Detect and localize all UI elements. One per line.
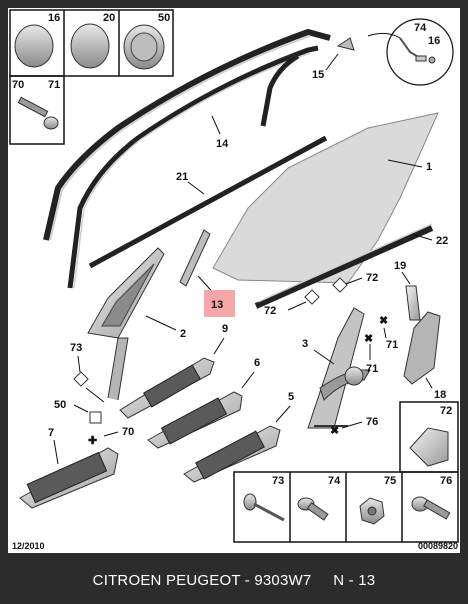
callout-2: 2 [180, 328, 186, 340]
seal-piece-13 [179, 229, 211, 287]
callout-71b: 71 [366, 363, 378, 375]
callout-9: 9 [222, 323, 228, 335]
callout-21: 21 [176, 171, 188, 183]
box-72: 72 [399, 401, 459, 473]
callout-5: 5 [288, 391, 294, 403]
callout-7: 7 [48, 427, 54, 439]
callout-19: 19 [394, 260, 406, 272]
callout-73: 73 [70, 342, 82, 354]
callout-1: 1 [426, 161, 432, 173]
screw-icon-74 [297, 497, 329, 521]
parts-diagram: 16 20 50 70 71 74 [9, 9, 459, 543]
diagram-sheet: 16 20 50 70 71 74 [8, 8, 460, 553]
outer-strip-21 [88, 135, 328, 269]
box-label-76: 76 [440, 475, 452, 487]
bolt-icon-76 [411, 496, 451, 520]
callout-14: 14 [216, 138, 229, 150]
mirror-cover-2 [87, 247, 165, 401]
footer-bar: CITROEN PEUGEOT - 9303W7 N - 13 [0, 556, 468, 604]
reference-code: 00089820 [417, 541, 458, 551]
callout-3: 3 [302, 338, 308, 350]
clip-icon-15 [336, 37, 355, 51]
bolt-icon [17, 96, 59, 130]
callout-50: 50 [54, 399, 66, 411]
detail-circle: 74 16 [336, 18, 454, 86]
window-frame-seal [43, 28, 331, 289]
callout-76: 76 [366, 416, 378, 428]
box-label-16: 16 [48, 12, 60, 24]
box-label-72: 72 [440, 405, 452, 417]
box-label-70: 70 [12, 79, 24, 91]
callout-72a: 72 [366, 272, 378, 284]
switch-panel-5 [183, 425, 281, 483]
box-label-73: 73 [272, 475, 284, 487]
svg-text:✖: ✖ [364, 333, 373, 345]
svg-text:✖: ✖ [379, 315, 388, 327]
callout-70: 70 [122, 426, 134, 438]
svg-text:✖: ✖ [330, 425, 339, 437]
svg-text:✚: ✚ [88, 435, 97, 447]
box-label-75: 75 [384, 475, 396, 487]
box-label-71: 71 [48, 79, 60, 91]
rivet-icon-73 [243, 493, 285, 522]
box-70-71: 70 71 [9, 75, 65, 145]
fastener-boxes: 73 74 75 76 [233, 471, 459, 543]
plug-icon-16 [14, 24, 54, 68]
window-regulator-3 [307, 307, 371, 429]
clip-icon-72 [409, 427, 449, 467]
footer-title: CITROEN PEUGEOT - 9303W7 [92, 571, 312, 589]
callout-22: 22 [436, 235, 448, 247]
part-18 [403, 311, 441, 385]
footer-page: N - 13 [333, 571, 376, 589]
header-box-group: 16 20 50 [9, 9, 174, 77]
plug-icon-20 [70, 23, 110, 69]
nut-icon-75 [359, 497, 385, 525]
circle-label-74: 74 [414, 22, 427, 34]
callout-6: 6 [254, 357, 260, 369]
box-label-50: 50 [158, 12, 170, 24]
part-19 [405, 285, 421, 321]
switch-panel-6 [147, 391, 243, 449]
switch-panel-9 [119, 357, 215, 419]
revision-date: 12/2010 [12, 541, 45, 551]
highlight-box [204, 290, 235, 317]
inner-strip-22 [254, 225, 434, 309]
callout-71a: 71 [386, 339, 398, 351]
callout-72b: 72 [264, 305, 276, 317]
circle-label-16: 16 [428, 35, 440, 47]
box-label-20: 20 [103, 12, 115, 24]
callout-13: 13 [211, 299, 223, 311]
box-label-74: 74 [328, 475, 341, 487]
callout-18: 18 [434, 389, 446, 401]
callout-15: 15 [312, 69, 324, 81]
switch-panel-7 [19, 447, 119, 509]
